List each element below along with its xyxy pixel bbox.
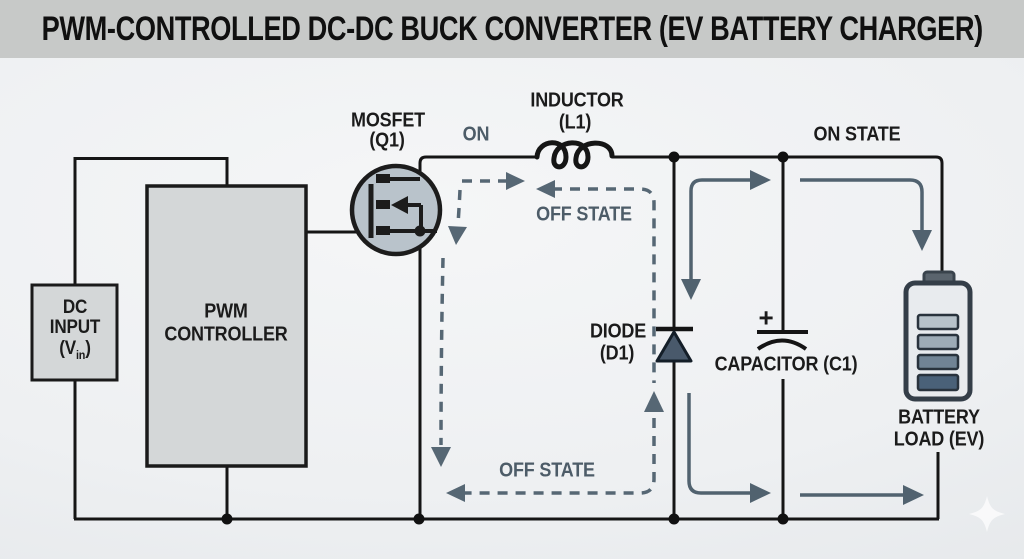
battery-icon: [903, 270, 973, 402]
arrowhead-right: [506, 172, 525, 190]
capacitor-plate-curved: [756, 338, 808, 351]
junction-dot: [221, 513, 233, 525]
battery-label-line1: BATTERY: [898, 406, 980, 429]
arrowhead-left: [446, 484, 465, 502]
page-title: PWM-CONTROLLED DC-DC BUCK CONVERTER (EV …: [41, 9, 983, 48]
battery-bar-3: [916, 353, 960, 371]
junction-dot: [777, 513, 789, 525]
arrowhead-right: [903, 485, 924, 505]
battery-label-line2: LOAD (EV): [893, 428, 985, 451]
junction-dots: [221, 151, 789, 525]
off-arrow-diode-loop: [464, 418, 656, 495]
off-state-label-bottom: OFF STATE: [499, 459, 595, 482]
dc-input-label-vin: (Vin): [59, 338, 91, 362]
on-state-arrows: [687, 178, 924, 497]
off-state-arrows: [439, 179, 656, 495]
off-state-arrowheads: [431, 172, 664, 502]
title-banner: PWM-CONTROLLED DC-DC BUCK CONVERTER (EV …: [0, 0, 1024, 58]
junction-dot: [777, 151, 789, 163]
dc-input-label-line1: DC: [62, 297, 88, 318]
mosfet-label-line2: (Q1): [369, 129, 405, 152]
on-state-label: ON STATE: [813, 123, 901, 146]
mosfet-icon: [349, 163, 443, 257]
wire-top-rail-right: [612, 155, 944, 274]
inductor-label-line1: INDUCTOR: [530, 89, 624, 112]
circuit-wires: [73, 140, 944, 521]
dc-input-box: [30, 283, 119, 382]
off-arrow-switch-upper: [456, 189, 462, 225]
off-arrow-switch-lower: [439, 257, 445, 446]
mosfet-contact-bar: [376, 226, 390, 235]
mosfet-contact-bar: [376, 200, 390, 209]
capacitor-icon: [756, 330, 808, 351]
on-arrow-diode-elbow: [689, 178, 750, 281]
arrowhead-right: [750, 170, 771, 190]
capacitor-plus-sign: +: [758, 302, 774, 333]
diode-label-line2: (D1): [599, 342, 635, 365]
battery-bar-4: [916, 373, 960, 392]
wire-dcinput-to-pwm: [73, 157, 229, 285]
on-arrow-to-battery: [800, 178, 924, 230]
on-label: ON: [462, 123, 490, 146]
sparkle-icon: [969, 496, 1005, 532]
pwm-label-line1: PWM: [204, 300, 248, 323]
junction-dot: [668, 513, 680, 525]
pwm-controller-box: [145, 184, 308, 468]
diode-icon: [655, 326, 693, 363]
pwm-label-line2: CONTROLLER: [164, 323, 288, 346]
arrowhead-down: [431, 447, 451, 467]
on-arrow-below-diode: [687, 393, 750, 495]
arrowhead-down: [448, 226, 467, 245]
mosfet-arrow: [391, 196, 408, 214]
diode-label-line1: DIODE: [589, 320, 647, 343]
arrowhead-down: [681, 279, 701, 300]
inductor-coil: [534, 140, 615, 170]
mosfet-source-dot: [414, 225, 426, 237]
battery-bar-1: [916, 313, 960, 331]
mosfet-label-line1: MOSFET: [351, 109, 425, 132]
inductor-label-line2: (L1): [558, 111, 592, 134]
junction-dot: [668, 151, 680, 163]
off-state-label-mid: OFF STATE: [536, 203, 632, 226]
junction-dot: [413, 513, 425, 525]
diode-triangle: [655, 330, 693, 363]
on-state-arrowheads: [681, 170, 932, 505]
arrowhead-left: [536, 180, 555, 198]
battery-bar-2: [916, 333, 960, 351]
capacitor-label: CAPACITOR (C1): [714, 353, 858, 376]
arrowhead-up: [644, 391, 664, 412]
arrowhead-down: [912, 230, 932, 251]
arrowhead-right: [750, 483, 771, 503]
dc-input-label-line2: INPUT: [49, 317, 101, 338]
wire-top-rail-left: [418, 155, 538, 180]
off-arrow-top-loop: [552, 187, 656, 383]
mosfet-contact-bar: [376, 174, 390, 183]
